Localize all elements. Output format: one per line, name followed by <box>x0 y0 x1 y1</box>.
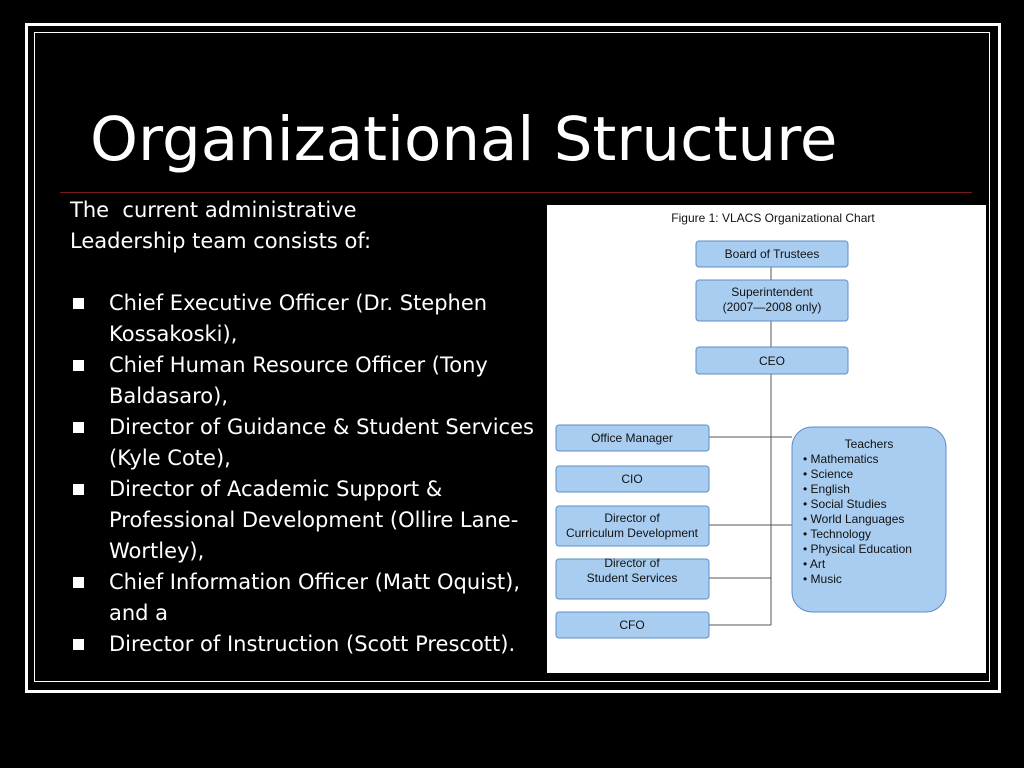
node-ceo-label: CEO <box>759 354 785 368</box>
leadership-list: Chief Executive Officer (Dr. Stephen Kos… <box>70 288 540 660</box>
node-cfo: CFO <box>555 611 710 639</box>
figure-caption: Figure 1: VLACS Organizational Chart <box>671 211 875 225</box>
teacher-subject-item: • Mathematics <box>803 452 879 466</box>
square-bullet-icon <box>73 360 84 371</box>
leadership-item-text: Chief Information Officer (Matt Oquist),… <box>109 570 521 625</box>
leadership-item-text: Director of Guidance & Student Services … <box>109 415 534 470</box>
leadership-item: Director of Guidance & Student Services … <box>70 412 540 474</box>
leadership-item: Director of Instruction (Scott Prescott)… <box>70 629 540 660</box>
square-bullet-icon <box>73 422 84 433</box>
leadership-item-text: Director of Instruction (Scott Prescott)… <box>109 632 516 656</box>
leadership-item: Chief Information Officer (Matt Oquist),… <box>70 567 540 629</box>
node-student-services: Director of Student Services <box>555 556 710 600</box>
node-teachers: Teachers • Mathematics• Science• English… <box>791 426 947 613</box>
org-chart-svg: Figure 1: VLACS Organizational Chart Boa… <box>555 211 947 639</box>
node-student-services-label: Student Services <box>587 571 678 585</box>
node-teachers-label: Teachers <box>845 437 894 451</box>
leadership-item-text: Director of Academic Support & Professio… <box>109 477 519 563</box>
teacher-subject-item: • Physical Education <box>803 542 912 556</box>
square-bullet-icon <box>73 484 84 495</box>
teacher-subject-item: • Science <box>803 467 854 481</box>
node-cio: CIO <box>555 465 710 493</box>
leadership-item-text: Chief Executive Officer (Dr. Stephen Kos… <box>109 291 488 346</box>
node-superintendent-term: (2007—2008 only) <box>723 300 822 314</box>
node-superintendent-label: Superintendent <box>731 285 813 299</box>
node-board-label: Board of Trustees <box>725 247 820 261</box>
org-chart-connectors <box>709 267 792 626</box>
node-office-manager: Office Manager <box>555 424 710 452</box>
node-curriculum-label: Curriculum Development <box>566 526 699 540</box>
teacher-subject-item: • English <box>803 482 850 496</box>
teacher-subject-item: • Social Studies <box>803 497 887 511</box>
node-student-services-title: Director of <box>604 556 660 570</box>
square-bullet-icon <box>73 298 84 309</box>
leadership-item: Chief Executive Officer (Dr. Stephen Kos… <box>70 288 540 350</box>
node-ceo: CEO <box>695 346 849 375</box>
node-board-of-trustees: Board of Trustees <box>695 240 849 268</box>
title-divider <box>60 192 972 193</box>
slide-title: Organizational Structure <box>90 104 838 175</box>
teacher-subject-item: • Art <box>803 557 826 571</box>
leadership-item: Director of Academic Support & Professio… <box>70 474 540 567</box>
leadership-item-text: Chief Human Resource Officer (Tony Balda… <box>109 353 488 408</box>
square-bullet-icon <box>73 639 84 650</box>
teacher-subject-item: • World Languages <box>803 512 904 526</box>
node-superintendent: Superintendent (2007—2008 only) <box>695 279 849 322</box>
teacher-subject-item: • Technology <box>803 527 871 541</box>
node-curriculum-development: Director of Curriculum Development <box>555 505 710 547</box>
node-cio-label: CIO <box>621 472 642 486</box>
square-bullet-icon <box>73 577 84 588</box>
slide-inner-border <box>34 32 990 682</box>
intro-text: The current administrative Leadership te… <box>70 198 372 253</box>
node-office-manager-label: Office Manager <box>591 431 673 445</box>
node-curriculum-title: Director of <box>604 511 660 525</box>
leadership-item: Chief Human Resource Officer (Tony Balda… <box>70 350 540 412</box>
org-chart-figure: Figure 1: VLACS Organizational Chart Boa… <box>547 205 986 673</box>
slide-outer-border <box>25 23 1001 693</box>
teacher-subject-list: • Mathematics• Science• English• Social … <box>803 452 912 586</box>
teacher-subject-item: • Music <box>803 572 842 586</box>
node-cfo-label: CFO <box>619 618 644 632</box>
slide-body: The current administrative Leadership te… <box>70 195 540 660</box>
